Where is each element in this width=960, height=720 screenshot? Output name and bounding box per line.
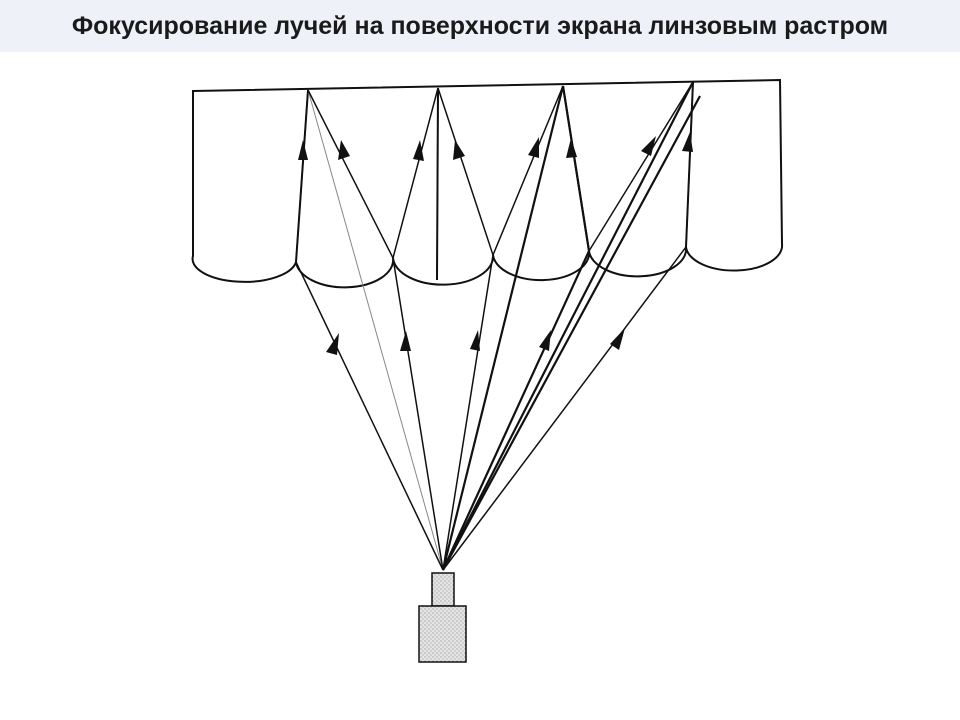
arrow-up-icon xyxy=(413,140,424,161)
slide-title: Фокусирование лучей на поверхности экран… xyxy=(71,11,889,40)
arrow-up-icon xyxy=(298,140,308,160)
arrow-up-icon xyxy=(528,137,539,158)
arrow-up-icon xyxy=(338,140,350,160)
arrow-up-icon xyxy=(400,331,411,351)
arrow-up-icon xyxy=(470,330,480,351)
arrow-up-icon xyxy=(453,140,465,160)
arrow-up-icon xyxy=(641,136,656,156)
arrow-up-icon xyxy=(682,132,693,152)
arrow-up-icon xyxy=(566,138,577,158)
lens-raster-outline xyxy=(191,78,784,289)
arrow-up-icon xyxy=(326,333,339,355)
ray-arrowheads xyxy=(298,132,693,355)
arrow-up-icon xyxy=(610,328,625,350)
projector-icon xyxy=(418,572,467,663)
light-rays xyxy=(295,81,701,571)
arrow-up-icon xyxy=(539,330,551,351)
title-bar: Фокусирование лучей на поверхности экран… xyxy=(0,0,960,52)
